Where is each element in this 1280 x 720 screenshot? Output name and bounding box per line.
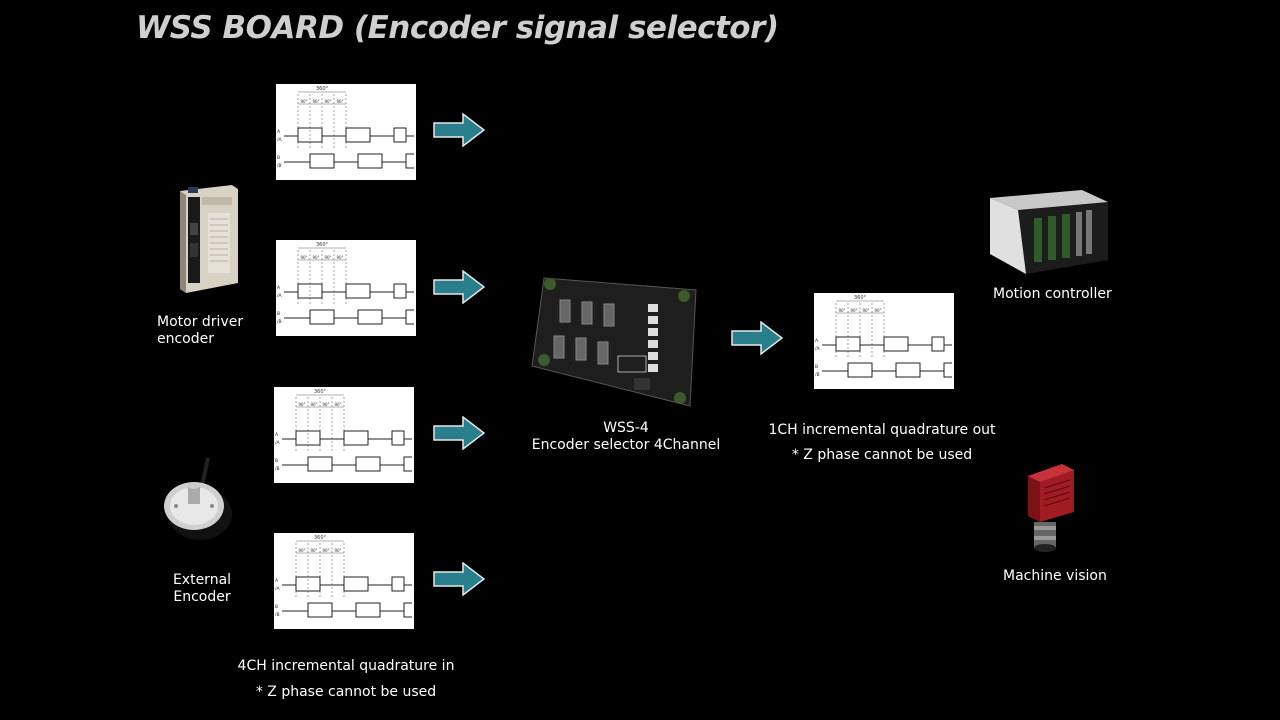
waveform-input-2: 360° 90° 90° 90° 90° A/A B/B — [276, 240, 416, 336]
quadrature-waveform: 360° 90° 90° 90° 90° A/A B/B — [277, 86, 414, 169]
waveform-input-4: 360° 90° 90° 90° 90° A/A B/B — [274, 533, 414, 629]
channel-label: /A — [815, 346, 821, 352]
period-label: 360° — [316, 86, 329, 92]
motor-driver-label-line1: Motor driver — [157, 314, 244, 330]
motor-driver-label-line2: encoder — [157, 331, 215, 347]
phase-label: 90° — [312, 99, 319, 104]
channel-label: /A — [277, 137, 283, 143]
phase-label: 90° — [850, 308, 857, 313]
phase-label: 90° — [324, 255, 331, 260]
phase-label: 90° — [298, 402, 305, 407]
phase-label: 90° — [336, 255, 343, 260]
period-label: 360° — [854, 295, 867, 301]
channel-label: /A — [277, 293, 283, 299]
phase-label: 90° — [310, 402, 317, 407]
period-label: 360° — [314, 535, 327, 541]
external-encoder-label-line1: External — [172, 572, 232, 588]
channel-label: A — [275, 578, 279, 584]
arrow-right-icon — [433, 113, 485, 147]
motor-driver-label: Motor driver encoder — [157, 314, 243, 348]
channel-label: /B — [815, 372, 820, 378]
external-encoder-label-line2: Encoder — [173, 589, 231, 605]
arrow-right-icon — [433, 416, 485, 450]
machine-vision-label: Machine vision — [1003, 568, 1107, 584]
phase-label: 90° — [310, 548, 317, 553]
channel-label: /A — [275, 440, 281, 446]
quadrature-waveform: 360° 90° 90° 90° 90° A/A B/B — [277, 242, 414, 325]
channel-label: /B — [275, 612, 280, 618]
output-note-line1: 1CH incremental quadrature out — [768, 422, 996, 438]
phase-label: 90° — [334, 548, 341, 553]
phase-label: 90° — [874, 308, 881, 313]
board-label: WSS-4 Encoder selector 4Channel — [520, 420, 732, 454]
channel-label: /B — [277, 319, 282, 325]
output-note: 1CH incremental quadrature out * Z phase… — [762, 422, 1002, 464]
channel-label: A — [277, 129, 281, 135]
phase-label: 90° — [300, 99, 307, 104]
phase-label: 90° — [862, 308, 869, 313]
phase-label: 90° — [336, 99, 343, 104]
external-encoder-image — [162, 456, 236, 548]
channel-label: B — [277, 155, 280, 161]
phase-label: 90° — [838, 308, 845, 313]
arrow-right-icon — [433, 562, 485, 596]
arrow-right-icon — [433, 270, 485, 304]
quadrature-waveform: 360° 90° 90° 90° 90° A/A B/B — [275, 389, 412, 472]
waveform-output: 360° 90° 90° 90° 90° A/A B/B — [814, 293, 954, 389]
channel-label: B — [275, 458, 278, 464]
waveform-input-1: 360° 90° 90° 90° 90° A/A B/B — [276, 84, 416, 180]
channel-label: A — [815, 338, 819, 344]
channel-label: B — [275, 604, 278, 610]
channel-label: A — [277, 285, 281, 291]
input-note-line1: 4CH incremental quadrature in — [237, 658, 455, 674]
channel-label: /B — [277, 163, 282, 169]
quadrature-waveform: 360° 90° 90° 90° 90° A/A B/B — [275, 535, 412, 618]
motion-controller-label: Motion controller — [993, 286, 1112, 302]
channel-label: /A — [275, 586, 281, 592]
machine-vision-image — [1022, 460, 1078, 554]
phase-label: 90° — [300, 255, 307, 260]
motion-controller-image — [986, 188, 1110, 276]
input-note-line2: * Z phase cannot be used — [255, 684, 437, 700]
channel-label: /B — [275, 466, 280, 472]
phase-label: 90° — [298, 548, 305, 553]
channel-label: A — [275, 432, 279, 438]
phase-label: 90° — [312, 255, 319, 260]
board-name: WSS-4 — [603, 420, 649, 436]
input-note: 4CH incremental quadrature in * Z phase … — [226, 658, 466, 701]
page-title: WSS BOARD (Encoder signal selector) — [136, 10, 779, 46]
wss-board-image — [530, 276, 698, 408]
phase-label: 90° — [322, 548, 329, 553]
waveform-input-3: 360° 90° 90° 90° 90° A/A B/B — [274, 387, 414, 483]
quadrature-waveform: 360° 90° 90° 90° 90° A/A B/B — [815, 295, 952, 378]
channel-label: B — [815, 364, 818, 370]
external-encoder-label: External Encoder — [166, 572, 238, 606]
output-note-line2: * Z phase cannot be used — [791, 447, 973, 463]
period-label: 360° — [314, 389, 327, 395]
motor-driver-image — [168, 183, 240, 295]
channel-label: B — [277, 311, 280, 317]
phase-label: 90° — [334, 402, 341, 407]
arrow-right-icon — [731, 321, 783, 355]
phase-label: 90° — [324, 99, 331, 104]
period-label: 360° — [316, 242, 329, 248]
board-description: Encoder selector 4Channel — [531, 437, 721, 453]
phase-label: 90° — [322, 402, 329, 407]
